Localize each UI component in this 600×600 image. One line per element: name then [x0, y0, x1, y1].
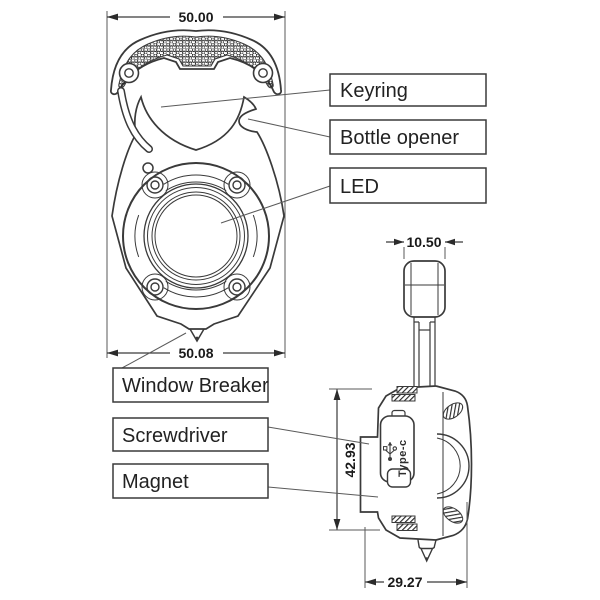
lanyard-hole — [142, 162, 154, 174]
arrowhead-left-icon — [107, 349, 118, 357]
label-keyring: Keyring — [329, 73, 487, 107]
arrowhead-left-icon — [445, 238, 455, 246]
label-window-breaker: Window Breaker — [112, 367, 269, 403]
dimension-side-height-value: 42.93 — [342, 442, 358, 477]
flange-hatch-top — [442, 402, 464, 420]
arrowhead-down-icon — [333, 519, 341, 530]
label-screwdriver: Screwdriver — [112, 417, 269, 452]
bezel-screws — [141, 171, 251, 301]
right-housing-side — [435, 385, 473, 541]
label-led: LED — [329, 167, 487, 204]
dimension-body-width: 50.08 — [107, 345, 285, 361]
dimension-body-width-value: 50.08 — [178, 345, 213, 361]
label-keyring-text: Keyring — [340, 80, 408, 102]
left-housing-side: Type-c — [359, 385, 437, 541]
arrowhead-left-icon — [107, 13, 118, 21]
dimension-side-height: 42.93 — [329, 388, 380, 531]
leader-lines — [121, 89, 379, 498]
label-magnet: Magnet — [112, 463, 269, 499]
leader-keyring — [160, 89, 331, 108]
leader-magnet — [267, 486, 379, 498]
dimension-side-top-width-value: 10.50 — [406, 234, 441, 250]
led-ring — [122, 162, 270, 310]
leader-bottle-opener — [247, 118, 331, 138]
usb-icon — [383, 442, 398, 461]
arrowhead-right-icon — [274, 13, 285, 21]
window-breaker-tip-front — [189, 328, 205, 343]
usb-port-label: Type-c — [397, 439, 409, 477]
usb-door-latch — [386, 468, 412, 488]
top-grip-hatch — [396, 386, 418, 394]
label-screwdriver-text: Screwdriver — [122, 425, 228, 447]
arrowhead-left-icon — [365, 578, 376, 586]
arrowhead-up-icon — [333, 389, 341, 400]
dimension-side-bottom-width-value: 29.27 — [387, 574, 422, 590]
dimension-side-bottom-width: 29.27 — [364, 502, 468, 590]
front-extension-lines — [106, 11, 286, 358]
arrowhead-right-icon — [456, 578, 467, 586]
leader-led — [220, 185, 331, 224]
dimension-handle-width: 50.00 — [107, 9, 285, 25]
arrowhead-right-icon — [394, 238, 404, 246]
flange-hatch-bottom — [442, 506, 464, 524]
dimension-side-top-width: 10.50 — [386, 234, 463, 259]
arrowhead-right-icon — [274, 349, 285, 357]
front-view: 50.00 — [106, 9, 286, 361]
label-bottle-opener: Bottle opener — [329, 119, 487, 155]
label-bottle-opener-text: Bottle opener — [340, 127, 459, 149]
label-window-breaker-text: Window Breaker — [122, 375, 269, 397]
stem-side — [413, 317, 436, 392]
side-view: 10.50 — [329, 234, 473, 590]
handle-front — [109, 29, 283, 96]
handle-side — [403, 260, 446, 318]
label-led-text: LED — [340, 176, 379, 198]
body-front — [111, 87, 285, 343]
dimension-handle-width-value: 50.00 — [178, 9, 213, 25]
window-breaker-tip-side — [417, 539, 437, 563]
leader-screwdriver — [267, 426, 370, 445]
leader-window-breaker — [121, 332, 187, 369]
bottom-grip-hatch — [391, 515, 416, 523]
label-magnet-text: Magnet — [122, 471, 189, 493]
callout-labels: Keyring Bottle opener LED Window Breaker… — [112, 73, 487, 499]
led-lens-dome — [436, 433, 470, 499]
